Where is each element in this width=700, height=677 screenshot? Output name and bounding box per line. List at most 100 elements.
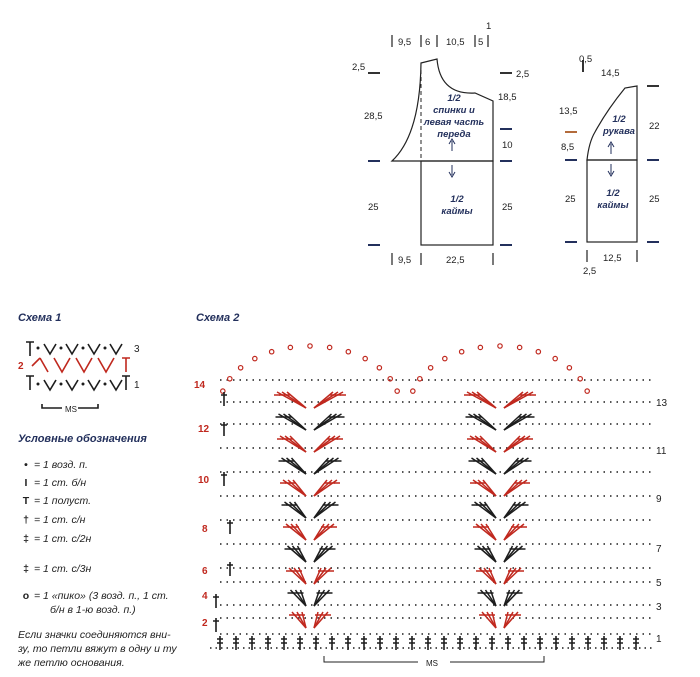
scheme2-row-14: 14 [194, 380, 206, 391]
sleeve-schematic: 0,5 14,5 13,5 8,5 22 25 25 2,5 12,5 1/2 … [559, 54, 660, 277]
stitch [474, 545, 497, 563]
picot-mark [362, 355, 368, 362]
legend-title: Условные обозначения [18, 433, 147, 445]
scheme2-row-4: 4 [202, 591, 208, 602]
picot-mark [497, 343, 503, 349]
dim-width-3: 10,5 [446, 37, 465, 48]
stitch [503, 589, 523, 607]
body-schematic: 9,5 6 10,5 5 1 2,5 2,5 28,5 18,5 10 25 2… [352, 21, 529, 266]
stitch [227, 520, 233, 534]
scheme2-diagram: 14 12 10 8 6 4 2 13 11 9 7 5 3 1 MS [194, 343, 668, 668]
stitch [503, 457, 532, 475]
dim-width-4: 5 [478, 37, 483, 48]
stitch [286, 567, 307, 585]
stitch [503, 479, 530, 497]
stitch [633, 636, 639, 650]
stitch [287, 589, 307, 607]
scheme1-row-3: 3 [134, 344, 140, 355]
stitch [221, 472, 227, 486]
dc-icon: † [23, 514, 29, 526]
scheme2-row-5: 5 [656, 578, 662, 589]
stitch [329, 636, 335, 650]
picot-mark [442, 355, 448, 362]
stitch [471, 501, 497, 519]
stitch [249, 636, 255, 650]
scheme1-ms: MS [65, 405, 77, 414]
sleeve-bottom-25: 2,5 [583, 266, 596, 277]
hem-label-2: каймы [441, 206, 472, 217]
sleeve-label-2: рукава [602, 126, 635, 137]
stitch [297, 636, 303, 650]
dim-left-25: 25 [368, 202, 379, 213]
scheme1-title: Схема 1 [18, 312, 62, 324]
stitch [221, 422, 227, 436]
scheme2-row-13: 13 [656, 398, 668, 409]
stitch [503, 567, 524, 585]
stitch [213, 618, 219, 632]
picot-mark [458, 348, 465, 355]
dim-right-185: 18,5 [498, 92, 517, 103]
sleeve-top-05: 0,5 [579, 54, 592, 65]
stitch [503, 501, 529, 519]
picot-mark [584, 388, 590, 394]
stitch [361, 636, 367, 650]
stitch [503, 611, 521, 629]
stitch [470, 479, 497, 497]
stitch [537, 636, 543, 650]
stitch [464, 391, 497, 409]
picot-mark [477, 344, 484, 351]
sleeve-bottom-125: 12,5 [603, 253, 622, 264]
stitch [473, 523, 497, 541]
stitch [617, 636, 623, 650]
dim-right-10: 10 [502, 140, 513, 151]
dim-right-25a: 2,5 [516, 69, 529, 80]
stitch [281, 636, 287, 650]
body-label-4: переда [437, 129, 470, 140]
body-label-1: 1/2 [447, 93, 461, 104]
stitch [227, 562, 233, 576]
slst-icon: T [22, 495, 30, 507]
dim-left-25a: 2,5 [352, 62, 365, 73]
picot-mark [237, 364, 244, 371]
picot-mark [577, 375, 584, 382]
stitch [503, 545, 526, 563]
picot-mark [535, 348, 542, 355]
sleeve-right-25: 25 [649, 194, 660, 205]
dtr-icon: ‡ [23, 563, 29, 575]
stitch [313, 457, 342, 475]
picot-mark [287, 344, 294, 351]
sleeve-hem-1: 1/2 [606, 188, 620, 199]
picot-mark [268, 348, 275, 355]
sleeve-right-22: 22 [649, 121, 660, 132]
legend-chain: •= 1 возд. п. [18, 459, 88, 471]
picot-mark [376, 364, 383, 371]
hem-label-1: 1/2 [450, 194, 464, 205]
scheme2-row-11: 11 [656, 446, 667, 457]
stitch [313, 611, 331, 629]
picot-mark [516, 344, 523, 351]
scheme2-row-2: 2 [202, 618, 208, 629]
chain-dot-icon: • [24, 459, 28, 471]
scheme1-row-2: 2 [18, 361, 24, 372]
sleeve-top-145: 14,5 [601, 68, 620, 79]
stitch [313, 435, 343, 453]
sleeve-label-1: 1/2 [612, 114, 626, 125]
stitch [425, 636, 431, 650]
scheme1-row-1: 1 [134, 380, 140, 391]
stitch [278, 457, 307, 475]
stitch [521, 636, 527, 650]
stitch [467, 435, 497, 453]
body-label-3: левая часть [423, 117, 485, 128]
stitch [313, 413, 345, 431]
stitch [217, 636, 223, 650]
picot-mark [307, 343, 313, 349]
stitch [313, 545, 336, 563]
scheme2-row-10: 10 [198, 475, 210, 486]
stitch [503, 391, 536, 409]
stitch [213, 594, 219, 608]
stitch [313, 589, 333, 607]
scheme2-row-9: 9 [656, 494, 662, 505]
stitch [313, 391, 346, 409]
legend-dtr: ‡= 1 ст. с/3н [18, 563, 91, 575]
stitch [465, 413, 497, 431]
